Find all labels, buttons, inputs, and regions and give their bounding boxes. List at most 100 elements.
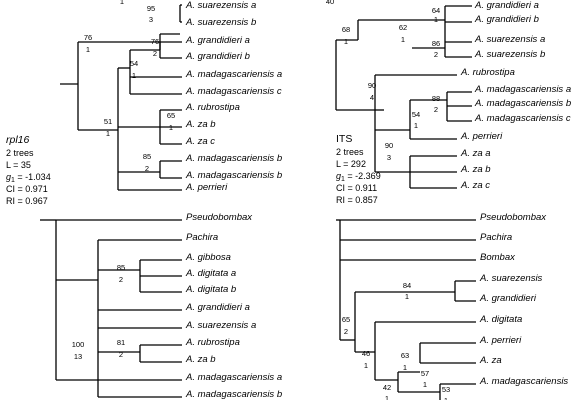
taxon-label: A. grandidieri a [185,35,250,46]
taxon-label: A. za [479,355,502,366]
taxon-label: A. perrieri [479,335,522,346]
taxon-label: A. grandidieri b [474,14,539,25]
tree-stat: L = 35 [6,160,31,170]
taxon-label: A. grandidieri a [185,302,250,313]
bootstrap-value: 68 [342,25,350,34]
taxon-label: A. madagascariensis b [185,389,282,400]
taxon-label: A. grandidieri b [185,51,250,62]
bootstrap-value: 42 [383,383,391,392]
taxon-label: A. za c [185,136,215,147]
taxon-label: A. madagascariensis a [185,69,282,80]
taxon-label: A. grandidieri [479,293,537,304]
tree-title: rpl16 [6,134,30,146]
decay-index: 2 [344,327,348,336]
bootstrap-value: 76 [84,33,92,42]
taxon-label: Pseudobombax [480,212,547,223]
decay-index: 1 [106,129,110,138]
bootstrap-value: 88 [432,94,440,103]
decay-index: 2 [434,105,438,114]
taxon-label: Bombax [480,252,516,263]
taxon-label: A. madagascariensis c [474,113,571,124]
taxon-label: A. suarezensis a [474,34,545,45]
decay-index: 3 [387,153,391,162]
taxon-label: A. suarezensis b [474,49,545,60]
taxon-label: A. madagascariensis b [185,153,282,164]
taxon-label: A. suarezensis a [185,0,256,11]
taxon-label: A. madagascariensis [479,376,568,387]
decay-index: 3 [149,15,153,24]
taxon-label: Pachira [186,232,218,243]
taxon-label: A. grandidieri a [474,0,539,11]
bootstrap-value: 40 [326,0,334,6]
decay-index: 1 [169,123,173,132]
tree-stat: RI = 0.857 [336,195,378,205]
tree-stat: g1 = -1.034 [6,172,51,184]
tree-stat: 2 trees [336,147,364,157]
bootstrap-value: 86 [432,39,440,48]
tree-stat: g1 = -2.369 [336,171,381,183]
bootstrap-value: 54 [412,110,420,119]
taxon-label: A. madagascariensis a [185,372,282,383]
taxon-label: A. rubrostipa [460,67,515,78]
taxon-label: Pseudobombax [186,212,253,223]
bootstrap-value: 81 [117,338,125,347]
decay-index: 1 [120,0,124,6]
taxon-label: A. digitata b [185,284,236,295]
taxon-label: A. za a [460,148,491,159]
bootstrap-value: 76 [151,37,159,46]
decay-index: 1 [364,361,368,370]
taxon-label: A. madagascariensis c [185,86,282,97]
taxon-label: A. rubrostipa [185,337,240,348]
taxon-label: A. za b [185,119,216,130]
taxon-label: A. digitata [479,314,522,325]
tree-title: ITS [336,133,352,145]
bootstrap-value: 51 [104,117,112,126]
decay-index: 1 [405,292,409,301]
taxon-label: A. za c [460,180,490,191]
its-tree: A. grandidieri a A. grandidieri b A. sua… [326,0,571,205]
bootstrap-value: 54 [130,59,138,68]
bootstrap-value: 46 [362,349,370,358]
decay-index: 1 [401,35,405,44]
tree-stat: 2 trees [6,148,34,158]
tree-branches [40,4,476,400]
decay-index: 4 [370,93,374,102]
bootstrap-value: 62 [399,23,407,32]
tree-stat: CI = 0.911 [336,183,377,193]
decay-index: 1 [434,15,438,24]
bottom-left-tree: Pseudobombax Pachira A. gibbosa A. digit… [72,212,282,400]
bootstrap-value: 64 [432,6,440,15]
taxon-label: A. perrieri [185,182,228,193]
bootstrap-value: 53 [442,385,450,394]
bottom-right-tree: Pseudobombax Pachira Bombax A. suarezens… [342,212,569,400]
bootstrap-value: 90 [368,81,376,90]
taxon-label: A. suarezensis b [185,17,256,28]
tree-stat: L = 292 [336,159,366,169]
taxon-label: A. suarezensis a [185,320,256,331]
taxon-label: Pachira [480,232,512,243]
taxon-label: A. gibbosa [185,252,231,263]
decay-index: 1 [414,121,418,130]
bootstrap-value: 100 [72,340,85,349]
decay-index: 1 [444,396,448,400]
decay-index: 2 [119,275,123,284]
taxon-label: A. za b [460,164,491,175]
taxon-label: A. perrieri [460,131,503,142]
bootstrap-value: 65 [342,315,350,324]
bootstrap-value: 84 [403,281,411,290]
decay-index: 1 [132,71,136,80]
decay-index: 1 [403,363,407,372]
taxon-label: A. madagascariensis b [185,170,282,181]
bootstrap-value: 95 [147,4,155,13]
tree-stat: RI = 0.967 [6,196,48,206]
decay-index: 2 [434,50,438,59]
decay-index: 2 [119,350,123,359]
decay-index: 1 [423,380,427,389]
bootstrap-value: 63 [401,351,409,360]
rpl16-tree: A. suarezensis a A. suarezensis b A. gra… [6,0,282,206]
taxon-label: A. rubrostipa [185,102,240,113]
bootstrap-value: 65 [167,111,175,120]
taxon-label: A. suarezensis [479,273,543,284]
taxon-label: A. digitata a [185,268,236,279]
